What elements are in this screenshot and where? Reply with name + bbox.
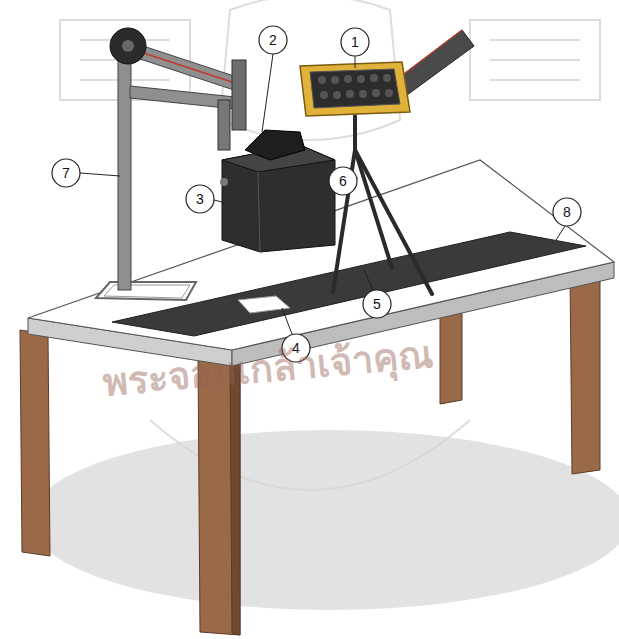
pulley-wheel <box>110 28 146 64</box>
watermark-text: พระจอมเกล้าเจ้าคุณ <box>100 323 435 413</box>
callout-circle <box>186 185 214 213</box>
vertical-post <box>118 48 131 290</box>
grain <box>359 90 367 98</box>
callout-circle <box>553 198 581 226</box>
leader-lines <box>80 54 565 334</box>
callout-circle <box>329 167 357 195</box>
grain <box>344 75 352 83</box>
grain <box>346 90 354 98</box>
grain <box>372 89 380 97</box>
machine-body <box>222 145 335 252</box>
callout-number: 8 <box>563 205 571 219</box>
machine-hopper <box>245 130 305 160</box>
leader-line <box>364 270 373 290</box>
tripod <box>333 116 432 294</box>
sample-tray <box>300 62 410 116</box>
floor-shadow <box>30 430 619 610</box>
machine-edge <box>258 172 260 252</box>
ornament-frame <box>470 20 600 100</box>
background-ornament <box>60 0 600 490</box>
callout-number: 1 <box>351 35 359 49</box>
callout-circle <box>259 26 287 54</box>
pulley-hub <box>122 40 134 52</box>
grain <box>383 74 391 82</box>
grain <box>320 91 328 99</box>
callout-circle <box>52 159 80 187</box>
callout-circles <box>52 26 581 362</box>
table-leg <box>20 330 50 556</box>
leader-line <box>355 56 356 68</box>
tray-grains <box>318 74 393 99</box>
leader-line <box>556 226 565 240</box>
callout-number: 5 <box>373 297 381 311</box>
callout-number: 3 <box>196 192 204 206</box>
machine-knob <box>220 178 228 186</box>
leader-line <box>262 54 273 132</box>
tripod-leg <box>355 150 432 294</box>
nozzle <box>218 100 230 150</box>
nozzle <box>232 60 246 130</box>
base-tray <box>96 282 196 300</box>
leader-line <box>214 200 226 203</box>
grain <box>318 76 326 84</box>
tray-inner <box>310 69 400 108</box>
leader-line <box>80 173 120 176</box>
table-leg <box>570 266 600 474</box>
tripod-post <box>353 116 357 152</box>
callout-number: 7 <box>62 166 70 180</box>
grain <box>370 74 378 82</box>
callout-circle <box>341 28 369 56</box>
grain <box>357 75 365 83</box>
sample-plate <box>238 296 290 313</box>
base-tray <box>104 285 190 298</box>
callout-number: 2 <box>269 33 277 47</box>
grain <box>331 76 339 84</box>
leader-line <box>282 308 292 334</box>
grain <box>333 91 341 99</box>
callout-circle <box>363 290 391 318</box>
grain <box>385 89 393 97</box>
callout-number: 6 <box>339 174 347 188</box>
